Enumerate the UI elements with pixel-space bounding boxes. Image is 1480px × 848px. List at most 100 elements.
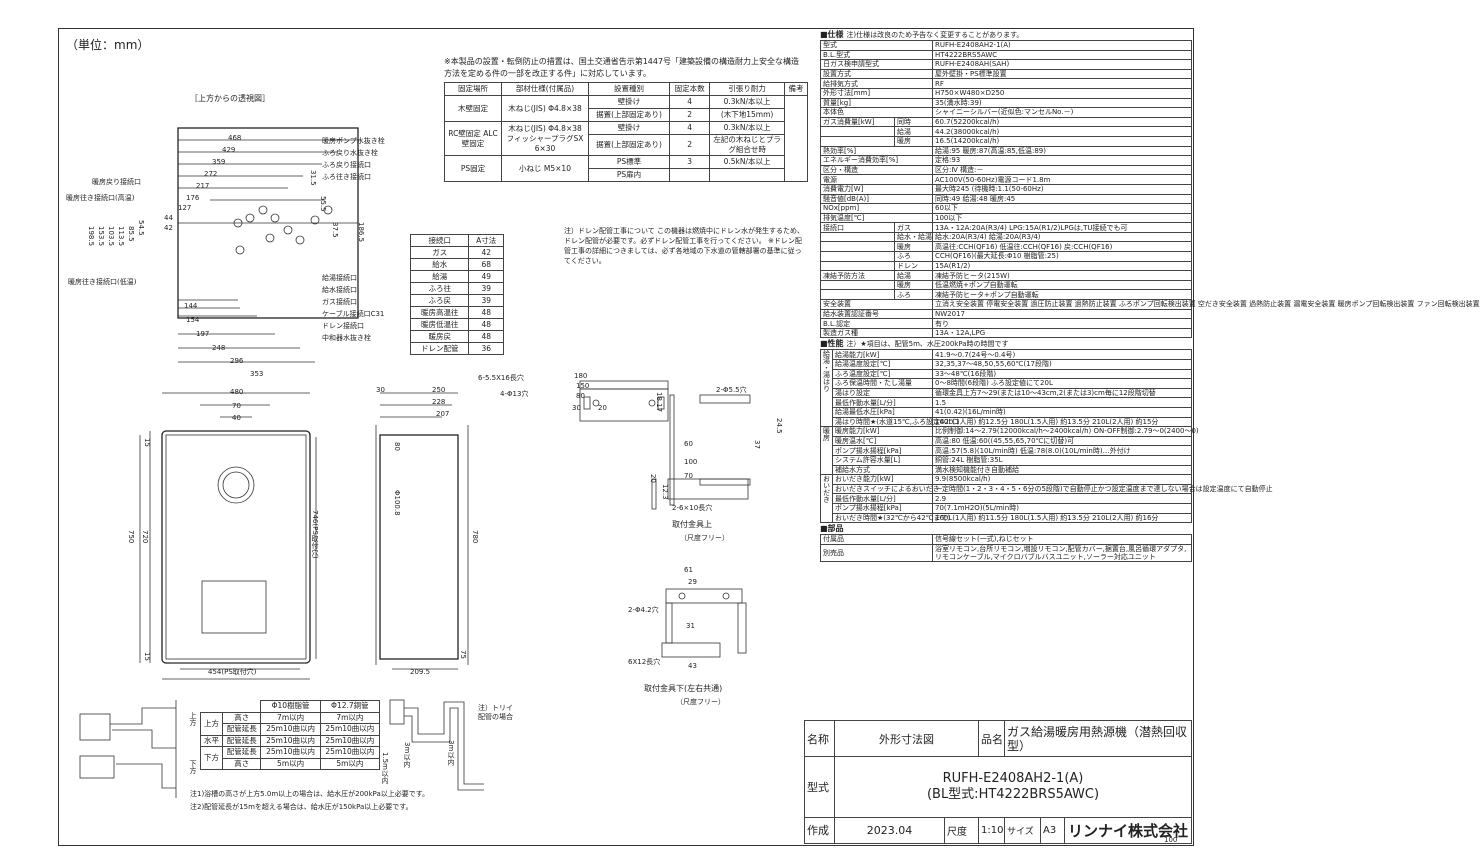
pipe-note1: 注1)浴槽の高さが上方5.0m以上の場合は、給水圧が200kPa以上必要です。 xyxy=(190,790,430,798)
side-dim-250: 250 xyxy=(432,386,446,394)
front-dim-b15: 15 xyxy=(143,652,151,661)
spec-row: 暖房低温燃焼+ポンプ自動運転 xyxy=(820,279,1192,291)
perf-row: 給湯・湯はり給湯能力[kW]41.9～0.7(24号～0.4号) xyxy=(820,349,1192,428)
perf-row: 最低作動水量[L/分]1.5 xyxy=(821,397,1192,408)
vdim-186: 186.5 xyxy=(357,222,365,243)
bracket-bottom-drawing xyxy=(661,588,747,658)
label-bath-out: ふろ往き接続口 xyxy=(322,173,371,181)
trap-pipe-diagram xyxy=(389,699,484,791)
front-dim-750: 750 xyxy=(127,530,135,544)
tb-size-value: A3 xyxy=(1040,816,1065,845)
bracket-top-subtitle: （尺度フリー） xyxy=(680,534,729,542)
spec-row: 凍結予防方法給湯凍結予防ヒータ(215W) xyxy=(820,270,1192,281)
spec-row: 質量[kg]35(満水時:39) xyxy=(820,97,1192,109)
tb-made-label: 作成 xyxy=(804,816,835,845)
bracket-top-drawing xyxy=(579,380,751,510)
side-dim-80: 80 xyxy=(393,442,401,451)
spec-row: 消費電力[W]最大時245 (待機時:1.1(50-60Hz) xyxy=(820,183,1192,195)
tb-company: リンナイ株式会社 xyxy=(1064,816,1192,845)
spec-row: 熱効率[%]給湯:95 暖房:87(高温:85,低温:89) xyxy=(820,145,1192,157)
parts-table: 付属品信号線セット(一式),ねじセット別売品浴室リモコン,台所リモコン,増設リモ… xyxy=(820,534,1192,562)
spec-row: エネルギー消費効率[%]定格:93 xyxy=(820,155,1192,166)
pipe-side-up: 上方 xyxy=(189,712,197,726)
bracket-top-100: 100 xyxy=(684,458,698,466)
parts-row: 別売品浴室リモコン,台所リモコン,増設リモコン,配管カバー,据置台,風呂循環アダ… xyxy=(820,543,1192,562)
side-dim-228: 228 xyxy=(432,398,446,406)
spec-row: 安全装置立消え安全装置 停電安全装置 過圧防止装置 過熱防止装置 ふろポンプ回転… xyxy=(820,299,1480,310)
front-dim-480: 480 xyxy=(230,388,244,396)
tb-scale-value: 1:10 xyxy=(978,816,1005,845)
dim-176: 176 xyxy=(186,194,200,202)
side-dim-780: 780 xyxy=(471,530,479,544)
pipe-side-down: 下方 xyxy=(189,760,197,774)
dim-144: 144 xyxy=(184,302,198,310)
front-dim-15: 15 xyxy=(143,438,151,447)
tb-model-value1: RUFH-E2408AH2-1(A) xyxy=(942,771,1084,787)
bracket-bottom-61: 61 xyxy=(684,566,693,574)
bracket-top-holes2: 2-Φ5.5穴 xyxy=(716,386,747,394)
vdim-54: 54.5 xyxy=(137,220,145,236)
bracket-bottom-subtitle: （尺度フリー） xyxy=(676,698,725,706)
vdim-37: 37.5 xyxy=(331,222,339,238)
bracket-top-30: 30 xyxy=(572,404,581,412)
front-dim-746: 746(PS取付穴) xyxy=(311,510,319,559)
label-cold-water: 給水接続口 xyxy=(322,286,357,294)
spec-row: 設置方式屋外壁掛・PS標準設置 xyxy=(820,68,1192,80)
tb-model-label: 型式 xyxy=(804,756,835,818)
label-cable: ケーブル接続口C31 xyxy=(322,310,385,318)
spec-row: 騒音値[dB(A)]同時:49 給湯:48 暖房:45 xyxy=(820,193,1192,205)
label-heat-low: 暖房往き接続口(低温) xyxy=(68,278,137,286)
dim-272: 272 xyxy=(204,170,218,178)
perf-row: ふろ温度設定[℃]33～48℃(16段階) xyxy=(821,368,1192,380)
perf-row: おいだきおいだき能力[kW]9.9(8500kcal/h) xyxy=(820,474,1192,524)
top-view-drawing xyxy=(177,127,359,363)
side-view-drawing xyxy=(375,392,469,670)
label-gas: ガス接続口 xyxy=(322,298,357,306)
perf-row: 給湯最低水圧[kPa]41(0.42)(16L/min時) xyxy=(821,406,1192,418)
trap-dim-0: 3m以内 xyxy=(403,742,411,768)
dim-127: 127 xyxy=(178,204,192,212)
front-dim-70: 70 xyxy=(232,402,241,410)
bracket-top-70: 70 xyxy=(684,472,693,480)
bracket-top-24: 24.5 xyxy=(775,418,783,434)
perf-row: おいだき時間★(32℃から42℃まで)160L(1人用) 約11.5分 180L… xyxy=(821,512,1192,524)
front-dim-40: 40 xyxy=(232,414,241,422)
tb-name-label: 名称 xyxy=(804,719,835,758)
spec-title: ■仕様 注)仕様は改良のため予告なく変更することがあります。 xyxy=(820,30,1024,39)
dim-353: 353 xyxy=(250,370,264,378)
dim-429: 429 xyxy=(222,146,236,154)
pipe-diagram xyxy=(79,700,177,798)
dim-154: 154 xyxy=(186,316,200,324)
label-pump-drain: 暖房ポンプ水抜き栓 xyxy=(322,137,385,145)
perf-row: 給湯温度設定[℃]32,35,37～48,50,55,60℃(17段階) xyxy=(821,359,1192,370)
side-dim-30: 30 xyxy=(376,386,385,394)
spec-row: NOx[ppm]60以下 xyxy=(820,203,1192,214)
label-bath-return: ふろ戻り接続口 xyxy=(322,161,371,169)
label-hot-water: 給湯接続口 xyxy=(322,274,357,282)
perf-row: ポンプ揚水揚程[kPa]高温:57(5.8)(10L/min時) 低温:78(8… xyxy=(821,445,1192,456)
perf-row: 湯はり時間★(水道15℃,ふろ設定42℃)160L(1人用) 約12.5分 18… xyxy=(821,416,1192,428)
trap-dim-1: 1.5m以内 xyxy=(381,752,389,784)
bracket-bottom-31: 31 xyxy=(686,622,695,630)
dim-44: 44 xyxy=(164,214,173,222)
label-drain: ドレン接続口 xyxy=(322,322,364,330)
bracket-top-20h: 20 xyxy=(649,474,657,483)
label-neutralizer: 中和器水抜き栓 xyxy=(322,334,371,342)
top-view-label: ［上方からの透視図］ xyxy=(190,94,270,103)
vdim-113: 113.5 xyxy=(117,226,125,247)
bracket-top-180: 180 xyxy=(574,372,588,380)
bracket-bottom-title: 取付金具下(左右共通) xyxy=(644,684,723,693)
parts-title: ■部品 xyxy=(820,524,844,534)
perf-table: 給湯・湯はり給湯能力[kW]41.9～0.7(24号～0.4号)給湯温度設定[℃… xyxy=(820,349,1273,524)
bracket-top-37: 37 xyxy=(753,440,761,449)
bracket-top-150: 150 xyxy=(576,382,590,390)
